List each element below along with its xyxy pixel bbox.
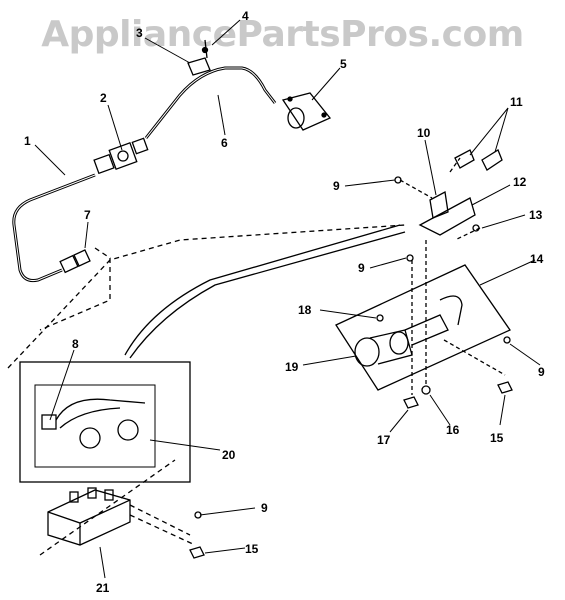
callout-6: 6 — [221, 136, 228, 150]
callout-9b: 9 — [358, 261, 365, 275]
callout-labels: 1 2 3 4 5 6 7 8 9 9 9 9 10 11 12 13 14 1… — [24, 9, 545, 595]
callout-1: 1 — [24, 134, 31, 148]
callout-20: 20 — [222, 448, 236, 462]
clip-part-3 — [187, 39, 211, 76]
valve-frame-part-20 — [19, 361, 191, 483]
callout-10: 10 — [417, 126, 431, 140]
solenoid-part-8 — [41, 398, 146, 449]
callout-16: 16 — [446, 423, 460, 437]
callout-8: 8 — [72, 337, 79, 351]
callout-19: 19 — [285, 360, 299, 374]
bracket-part-12 — [418, 190, 476, 236]
gas-tube-part-6 — [144, 66, 277, 139]
callout-4: 4 — [242, 9, 249, 23]
dashed-lead — [7, 224, 406, 369]
callout-15b: 15 — [245, 542, 259, 556]
bracket-part-5 — [281, 92, 332, 131]
screw-parts — [189, 176, 513, 559]
callout-15a: 15 — [490, 431, 504, 445]
thermocouple-wire — [124, 224, 406, 359]
assembly-lines — [399, 157, 506, 395]
igniter-part-19 — [354, 295, 463, 367]
callout-7: 7 — [84, 208, 91, 222]
callout-9c: 9 — [538, 365, 545, 379]
callout-18: 18 — [298, 303, 312, 317]
callout-9d: 9 — [261, 501, 268, 515]
fitting-part-2 — [93, 137, 149, 175]
housing-part-14 — [335, 264, 511, 391]
callout-9a: 9 — [333, 179, 340, 193]
callout-12: 12 — [513, 175, 527, 189]
callout-5: 5 — [340, 57, 347, 71]
callout-13: 13 — [529, 208, 543, 222]
gas-valve-part-21 — [47, 487, 131, 546]
callout-3: 3 — [136, 26, 143, 40]
clip-part-11 — [454, 149, 503, 171]
callout-21: 21 — [96, 581, 110, 595]
callout-14: 14 — [530, 252, 544, 266]
callout-11: 11 — [510, 95, 523, 109]
callout-2: 2 — [100, 91, 107, 105]
callout-17: 17 — [377, 433, 391, 447]
fitting-part-7 — [59, 249, 91, 274]
